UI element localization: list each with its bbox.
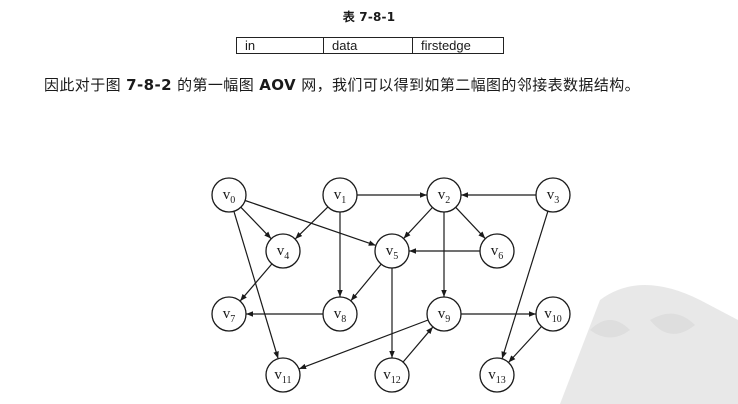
vertex-circle xyxy=(479,357,515,393)
vertex-node: v9 xyxy=(426,296,462,332)
vertex-label: v3 xyxy=(547,187,560,206)
vertex-node: v5 xyxy=(374,233,410,269)
vertex-node: v0 xyxy=(211,177,247,213)
vertex-label: v4 xyxy=(277,243,290,262)
edge-v1-v4 xyxy=(295,206,329,240)
vertex-label: v8 xyxy=(334,306,347,325)
edge-v3-v13 xyxy=(501,211,549,359)
vertex-label: v13 xyxy=(488,367,506,386)
aov-term: AOV xyxy=(259,76,297,94)
vertex-circle xyxy=(426,296,462,332)
edge-v12-v9 xyxy=(402,326,434,363)
figure-reference: 7-8-2 xyxy=(126,76,172,94)
vertex-node: v7 xyxy=(211,296,247,332)
vertex-node: v3 xyxy=(535,177,571,213)
vertex-node: v4 xyxy=(265,233,301,269)
edge-v0-v4 xyxy=(240,206,272,239)
paragraph-text: 因此对于图 xyxy=(44,76,127,94)
vertex-label: v7 xyxy=(223,306,236,325)
vertex-label: v1 xyxy=(334,187,347,206)
paragraph-text: 的第一幅图 xyxy=(171,76,260,94)
vertex-circle xyxy=(479,233,515,269)
vertex-node: v6 xyxy=(479,233,515,269)
vertex-circle xyxy=(265,357,301,393)
vertex-node: v8 xyxy=(322,296,358,332)
vertex-label: v2 xyxy=(438,187,451,206)
vertex-node: v10 xyxy=(535,296,571,332)
vertex-label: v5 xyxy=(386,243,399,262)
vertex-node: v13 xyxy=(479,357,515,393)
edge-v4-v7 xyxy=(239,263,273,302)
vertex-circle xyxy=(211,296,247,332)
edge-v9-v11 xyxy=(299,319,429,370)
vertex-label: v0 xyxy=(223,187,236,206)
edge-v0-v11 xyxy=(233,211,279,359)
vertex-circle xyxy=(374,233,410,269)
vertex-label: v10 xyxy=(544,306,562,325)
vertex-circle xyxy=(535,177,571,213)
vertex-circle xyxy=(535,296,571,332)
vertex-node: v1 xyxy=(322,177,358,213)
table-cell-firstedge: firstedge xyxy=(412,37,504,54)
vertex-node: v2 xyxy=(426,177,462,213)
vertex-node: v12 xyxy=(374,357,410,393)
edge-v0-v5 xyxy=(244,199,376,246)
edge-v2-v5 xyxy=(403,207,433,239)
vertex-circle xyxy=(322,296,358,332)
vertex-circle xyxy=(426,177,462,213)
vertex-circle xyxy=(265,233,301,269)
edge-v10-v13 xyxy=(508,326,542,363)
table-row: in data firstedge xyxy=(236,37,504,54)
vertex-label: v12 xyxy=(383,367,401,386)
body-paragraph: 因此对于图 7-8-2 的第一幅图 AOV 网，我们可以得到如第二幅图的邻接表数… xyxy=(8,70,730,100)
paragraph-text: 网，我们可以得到如第二幅图的邻接表数据结构。 xyxy=(296,76,641,94)
vertex-node: v11 xyxy=(265,357,301,393)
vertex-label: v11 xyxy=(274,367,291,386)
edge-v2-v6 xyxy=(455,206,486,239)
edge-v5-v8 xyxy=(350,263,382,301)
vertex-label: v9 xyxy=(438,306,451,325)
vertex-structure-table: in data firstedge xyxy=(236,37,504,54)
vertex-circle xyxy=(211,177,247,213)
vertex-circle xyxy=(374,357,410,393)
watermark-stamp xyxy=(560,285,738,404)
vertex-label: v6 xyxy=(491,243,504,262)
vertex-circle xyxy=(322,177,358,213)
table-caption: 表 7-8-1 xyxy=(342,10,396,24)
